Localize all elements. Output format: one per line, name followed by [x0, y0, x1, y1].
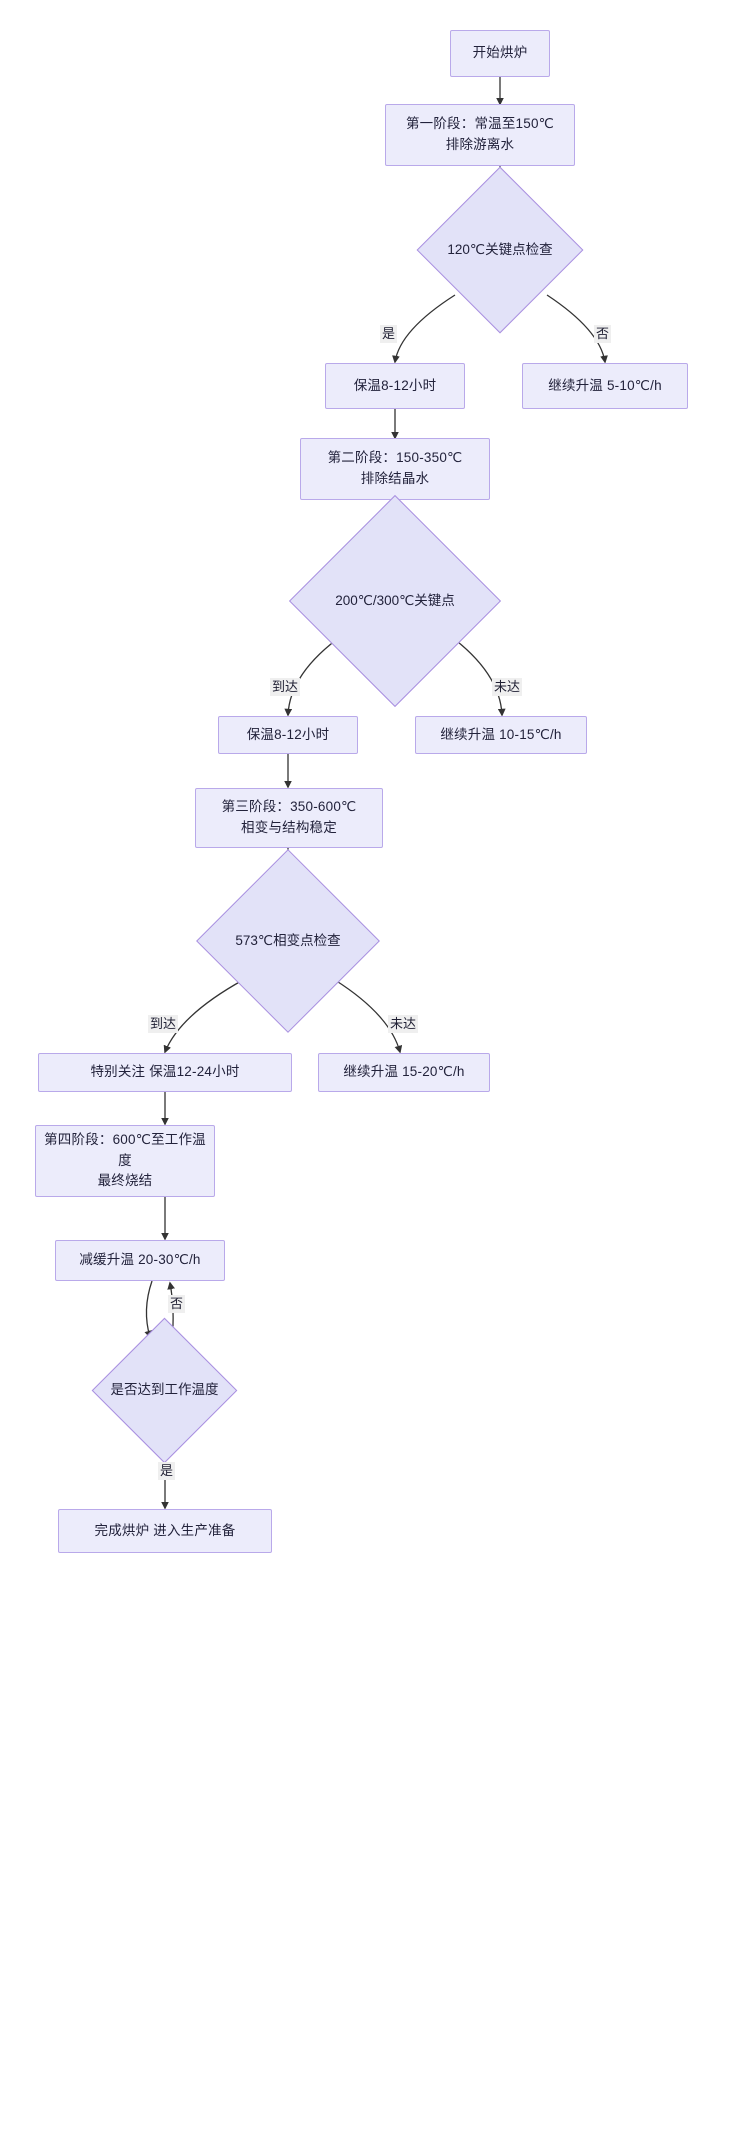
node-start[interactable]: 开始烘炉 — [450, 30, 550, 77]
node-checkwork[interactable]: 是否达到工作温度 — [91, 1317, 238, 1464]
node-stage2[interactable]: 第二阶段：150-350℃ 排除结晶水 — [300, 438, 490, 500]
edge-slowramp-to-checkwork — [144, 1280, 153, 1339]
node-check573[interactable]: 573℃相变点检查 — [196, 849, 380, 1033]
node-ramp2[interactable]: 继续升温 10-15℃/h — [415, 716, 587, 754]
edge-label-reach200300: 到达 — [270, 678, 301, 696]
node-check120[interactable]: 120℃关键点检查 — [416, 166, 584, 334]
node-check573-label: 573℃相变点检查 — [235, 932, 341, 948]
node-ramp3-label: 继续升温 15-20℃/h — [343, 1064, 465, 1080]
edge-label-nowork: 否 — [168, 1295, 186, 1313]
node-hold2-label: 保温8-12小时 — [246, 726, 330, 742]
node-stage2-label: 第二阶段：150-350℃ 排除结晶水 — [327, 450, 463, 486]
node-stage1[interactable]: 第一阶段：常温至150℃ 排除游离水 — [385, 104, 575, 166]
node-checkwork-label: 是否达到工作温度 — [110, 1382, 219, 1398]
node-stage1-label: 第一阶段：常温至150℃ 排除游离水 — [405, 116, 555, 152]
node-check200300[interactable]: 200℃/300℃关键点 — [288, 494, 502, 708]
edge-label-reach573: 到达 — [148, 1015, 179, 1033]
edge-label-no120: 否 — [594, 325, 612, 343]
node-check120-label: 120℃关键点检查 — [447, 241, 553, 257]
edge-label-yes120: 是 — [380, 325, 398, 343]
node-start-label: 开始烘炉 — [472, 45, 528, 61]
node-end-label: 完成烘炉 进入生产准备 — [94, 1522, 236, 1538]
node-hold1-label: 保温8-12小时 — [353, 377, 437, 393]
node-hold3-label: 特别关注 保温12-24小时 — [90, 1064, 240, 1080]
node-hold2[interactable]: 保温8-12小时 — [218, 716, 358, 754]
edge-label-yeswork: 是 — [158, 1462, 176, 1480]
node-stage3[interactable]: 第三阶段：350-600℃ 相变与结构稳定 — [195, 788, 383, 848]
node-stage4[interactable]: 第四阶段：600℃至工作温 度 最终烧结 — [35, 1125, 215, 1197]
node-check200300-label: 200℃/300℃关键点 — [335, 592, 455, 608]
node-slowramp-label: 减缓升温 20-30℃/h — [79, 1252, 201, 1268]
node-ramp2-label: 继续升温 10-15℃/h — [440, 726, 562, 742]
node-slowramp[interactable]: 减缓升温 20-30℃/h — [55, 1240, 225, 1281]
node-ramp3[interactable]: 继续升温 15-20℃/h — [318, 1053, 490, 1092]
node-hold3[interactable]: 特别关注 保温12-24小时 — [38, 1053, 292, 1092]
node-end[interactable]: 完成烘炉 进入生产准备 — [58, 1509, 272, 1553]
node-stage4-label: 第四阶段：600℃至工作温 度 最终烧结 — [44, 1131, 206, 1189]
edge-label-unreach200300: 未达 — [492, 678, 523, 696]
node-ramp1[interactable]: 继续升温 5-10℃/h — [522, 363, 688, 409]
node-ramp1-label: 继续升温 5-10℃/h — [548, 377, 662, 393]
node-hold1[interactable]: 保温8-12小时 — [325, 363, 465, 409]
edge-label-unreach573: 未达 — [388, 1015, 419, 1033]
node-stage3-label: 第三阶段：350-600℃ 相变与结构稳定 — [221, 799, 357, 835]
